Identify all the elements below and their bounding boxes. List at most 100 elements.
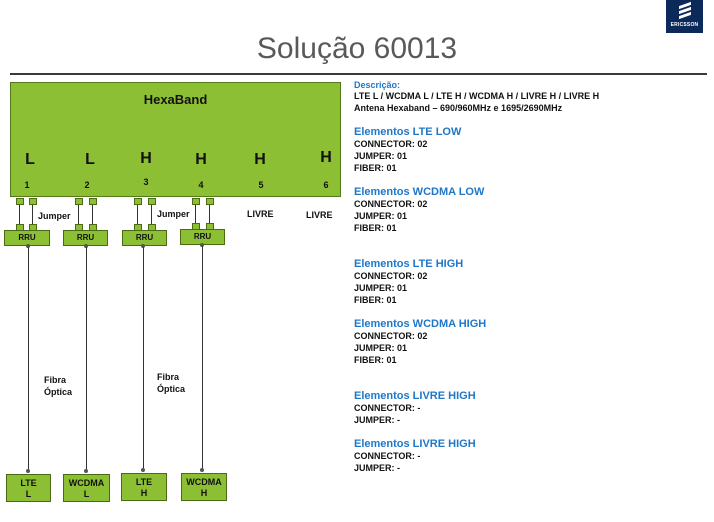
fiber-port-dot: [84, 469, 88, 473]
elements-wcdma-low: Elementos WCDMA LOW CONNECTOR: 02 JUMPER…: [354, 186, 484, 234]
fiber-label-line1: Fibra: [44, 375, 67, 385]
bbu-wcdma-low: WCDMA L: [63, 474, 110, 502]
jumper-label: Jumper: [157, 209, 190, 219]
ericsson-logo: ERICSSON: [666, 0, 703, 33]
antenna-connector: [206, 198, 214, 205]
jumper-count: JUMPER: 01: [354, 283, 408, 293]
fiber-port-dot: [26, 244, 30, 248]
fiber-cable: [202, 246, 203, 471]
bbu-line2: H: [140, 488, 148, 498]
connector-count: CONNECTOR: -: [354, 403, 421, 413]
band-letter-3: H: [140, 150, 152, 167]
fiber-count: FIBER: 01: [354, 163, 397, 173]
antenna-name: HexaBand: [143, 92, 208, 107]
fiber-port-dot: [200, 243, 204, 247]
band-letter-4: H: [195, 151, 207, 168]
livre-label-6: LIVRE: [306, 210, 333, 220]
band-letter-5: H: [254, 151, 266, 168]
fiber-label: Fibra Óptica: [44, 374, 72, 398]
page-title: Solução 60013: [256, 32, 458, 65]
port-number-5: 5: [258, 180, 264, 190]
elements-heading: Elementos LIVRE HIGH: [354, 390, 476, 402]
elements-livre-high-5: Elementos LIVRE HIGH CONNECTOR: - JUMPER…: [354, 390, 476, 426]
logo-wordmark: ERICSSON: [670, 22, 699, 28]
fiber-port-dot: [26, 469, 30, 473]
jumper-label: Jumper: [38, 211, 71, 221]
antenna-connector: [29, 198, 37, 205]
bbu-line2: L: [25, 489, 32, 499]
antenna-connector: [16, 198, 24, 205]
connector-count: CONNECTOR: 02: [354, 271, 428, 281]
fiber-cable: [28, 247, 29, 471]
antenna-connector: [75, 198, 83, 205]
fiber-port-dot: [141, 468, 145, 472]
antenna-connector: [89, 198, 97, 205]
port-number-4: 4: [198, 180, 204, 190]
fiber-label-line2: Óptica: [44, 387, 73, 397]
jumper-cable: [151, 205, 152, 227]
elements-lte-low: Elementos LTE LOW CONNECTOR: 02 JUMPER: …: [354, 126, 461, 174]
bbu-wcdma-high: WCDMA H: [181, 473, 227, 501]
band-letter-2: L: [85, 151, 95, 168]
elements-livre-high-6: Elementos LIVRE HIGH CONNECTOR: - JUMPER…: [354, 438, 476, 474]
jumper-cable: [78, 205, 79, 227]
port-number-6: 6: [323, 180, 329, 190]
elements-lte-high: Elementos LTE HIGH CONNECTOR: 02 JUMPER:…: [354, 258, 463, 306]
jumper-cable: [209, 205, 210, 226]
jumper-cable: [19, 205, 20, 227]
fiber-cable: [86, 247, 87, 471]
description-line2: Antena Hexaband – 690/960MHz e 1695/2690…: [354, 103, 563, 113]
elements-heading: Elementos WCDMA LOW: [354, 186, 485, 198]
jumper-cable: [195, 205, 196, 226]
antenna-connector: [134, 198, 142, 205]
port-number-1: 1: [24, 180, 30, 190]
fiber-label-line1: Fibra: [157, 372, 180, 382]
jumper-count: JUMPER: 01: [354, 211, 408, 221]
fiber-count: FIBER: 01: [354, 223, 397, 233]
elements-wcdma-high: Elementos WCDMA HIGH CONNECTOR: 02 JUMPE…: [354, 318, 486, 366]
antenna-connector: [148, 198, 156, 205]
bbu-line2: H: [200, 488, 208, 498]
description-heading: Descrição:: [354, 80, 401, 90]
connector-count: CONNECTOR: 02: [354, 139, 428, 149]
jumper-cable: [92, 205, 93, 227]
description-line1: LTE L / WCDMA L / LTE H / WCDMA H / LIVR…: [354, 91, 600, 101]
bbu-lte-low: LTE L: [6, 474, 51, 502]
fiber-port-dot: [200, 468, 204, 472]
bbu-line2: L: [83, 489, 90, 499]
jumper-count: JUMPER: 01: [354, 343, 408, 353]
bbu-line1: LTE: [20, 478, 37, 488]
fiber-port-dot: [141, 244, 145, 248]
band-letter-1: L: [25, 151, 35, 168]
hexaband-antenna: [10, 82, 341, 197]
port-number-3: 3: [143, 177, 149, 187]
elements-heading: Elementos LTE HIGH: [354, 258, 464, 270]
title-divider: [10, 73, 707, 75]
fiber-label: Fibra Óptica: [157, 371, 185, 395]
connector-count: CONNECTOR: 02: [354, 199, 428, 209]
port-number-2: 2: [84, 180, 90, 190]
fiber-label-line2: Óptica: [157, 384, 186, 394]
jumper-cable: [32, 205, 33, 227]
bbu-line1: WCDMA: [186, 477, 222, 487]
elements-heading: Elementos LTE LOW: [354, 126, 462, 138]
bbu-line1: WCDMA: [68, 478, 105, 488]
fiber-port-dot: [84, 244, 88, 248]
jumper-count: JUMPER: -: [354, 415, 401, 425]
elements-heading: Elementos WCDMA HIGH: [354, 318, 487, 330]
fiber-cable: [143, 247, 144, 471]
jumper-count: JUMPER: 01: [354, 151, 408, 161]
fiber-count: FIBER: 01: [354, 355, 397, 365]
band-letter-6: H: [320, 149, 332, 166]
bbu-line1: LTE: [135, 477, 153, 487]
jumper-cable: [137, 205, 138, 227]
connector-count: CONNECTOR: -: [354, 451, 421, 461]
logo-mark-icon: [679, 1, 691, 20]
bbu-lte-high: LTE H: [121, 473, 167, 501]
antenna-connector: [192, 198, 200, 205]
rru-3: RRU: [122, 230, 167, 246]
jumper-count: JUMPER: -: [354, 463, 401, 473]
connector-count: CONNECTOR: 02: [354, 331, 428, 341]
fiber-count: FIBER: 01: [354, 295, 397, 305]
description-block: Descrição: LTE L / WCDMA L / LTE H / WCD…: [354, 80, 599, 114]
